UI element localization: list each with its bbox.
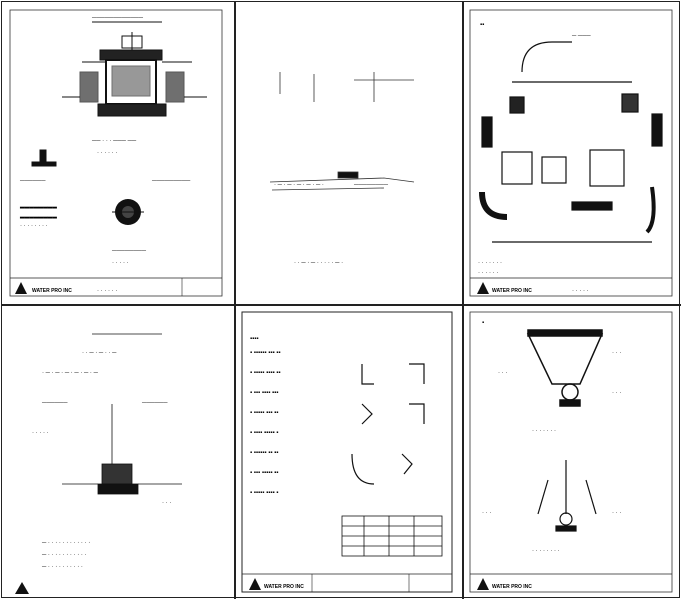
sheet-6-valve-sections[interactable]: ▪ · · · · · · · · · · · · · · · · · · · … xyxy=(462,304,680,598)
valve-section-upper xyxy=(526,329,604,407)
svg-text:─────────: ───────── xyxy=(151,178,191,184)
company-name: WATER PRO INC xyxy=(264,584,304,590)
svg-text:· · ─ · ─ · · · · · ─ ·: · · ─ · ─ · · · · · ─ · xyxy=(294,260,343,266)
sheet-2-pipe-layout[interactable]: · ─ · ─ · ─ · ─ · ─ · ──────── · · ─ · ─… xyxy=(234,2,460,303)
svg-text:· ─ · ─ · ─ · ─ · ─ · ─: · ─ · ─ · ─ · ─ · ─ · ─ xyxy=(42,370,99,376)
valve-section-lower xyxy=(537,460,597,532)
title-block: WATER PRO INC xyxy=(470,573,672,590)
svg-text:──────: ────── xyxy=(141,400,168,406)
svg-text:▪ ▪▪▪▪▪▪ ▪▪▪ ▪▪: ▪ ▪▪▪▪▪▪ ▪▪▪ ▪▪ xyxy=(250,350,281,356)
svg-text:· · · · · ·: · · · · · · xyxy=(478,270,498,276)
svg-text:· · ·: · · · xyxy=(612,390,621,396)
svg-text:▂▂▂▂▂▂▂▂: ▂▂▂▂▂▂▂▂ xyxy=(19,213,57,219)
svg-text:── · · · ─── ──: ── · · · ─── ── xyxy=(91,138,137,144)
svg-text:▪ ▪▪▪▪▪ ▪▪▪▪ ▪▪: ▪ ▪▪▪▪▪ ▪▪▪▪ ▪▪ xyxy=(250,370,281,376)
svg-text:▪ ▪▪▪ ▪▪▪▪ ▪▪▪: ▪ ▪▪▪ ▪▪▪▪ ▪▪▪ xyxy=(250,390,278,396)
divider-vertical-2 xyxy=(462,2,464,599)
svg-text:· · · · ·: · · · · · xyxy=(572,288,589,294)
svg-text:─ · · · · · · · · · · · ·: ─ · · · · · · · · · · · · xyxy=(41,540,90,546)
svg-text:─ ───: ─ ─── xyxy=(571,33,591,39)
pipe-sketch xyxy=(269,72,415,191)
sheet-3-piping-plan[interactable]: ▪▪ ─ ─── · · · · · · · · · · · · · WATER… xyxy=(462,2,680,303)
svg-text:· · · · ·: · · · · · xyxy=(32,430,49,436)
svg-text:▪▪: ▪▪ xyxy=(480,22,484,28)
title-block: WATER PRO INC · · · · · · xyxy=(10,277,222,296)
svg-text:────────: ──────── xyxy=(111,248,147,254)
divider-horizontal xyxy=(2,304,681,306)
svg-text:────────────: ──────────── xyxy=(91,15,144,21)
svg-text:· · ·: · · · xyxy=(498,370,507,376)
svg-text:· ─ · ─ · ─ · ─ · ─ ·: · ─ · ─ · ─ · ─ · ─ · xyxy=(274,182,324,188)
svg-text:· · ─ · ─ · · ─: · · ─ · ─ · · ─ xyxy=(82,350,117,356)
company-name: WATER PRO INC xyxy=(492,288,532,294)
svg-text:▪ ▪▪▪▪▪▪ ▪▪ ▪▪: ▪ ▪▪▪▪▪▪ ▪▪ ▪▪ xyxy=(250,450,278,456)
svg-text:· · ·: · · · xyxy=(612,350,621,356)
pipe-network xyxy=(479,41,663,243)
company-logo xyxy=(15,582,29,594)
svg-text:▪ ▪▪▪▪▪ ▪▪▪▪ ▪: ▪ ▪▪▪▪▪ ▪▪▪▪ ▪ xyxy=(250,490,278,496)
title-block: WATER PRO INC xyxy=(242,573,452,592)
riser-drawing xyxy=(62,333,182,495)
svg-text:· · · · ·: · · · · · xyxy=(112,260,129,266)
general-notes: ▪▪▪▪ ▪ ▪▪▪▪▪▪ ▪▪▪ ▪▪ ▪ ▪▪▪▪▪ ▪▪▪▪ ▪▪ ▪ ▪… xyxy=(250,336,281,496)
sheet-4-riser-detail[interactable]: · · ─ · ─ · · ─ · ─ · ─ · ─ · ─ · ─ · ─ … xyxy=(2,304,232,598)
svg-text:· · · · · · ·: · · · · · · · xyxy=(478,260,502,266)
company-name: WATER PRO INC xyxy=(492,584,532,590)
svg-text:· · · · · · · ·: · · · · · · · · xyxy=(20,223,48,229)
svg-text:· · · · · · ·: · · · · · · · xyxy=(532,428,556,434)
svg-text:· · ·: · · · xyxy=(482,510,491,516)
svg-text:──────: ────── xyxy=(41,400,68,406)
company-name: WATER PRO INC xyxy=(32,288,72,294)
svg-text:· · · · · ·: · · · · · · xyxy=(97,150,117,156)
svg-text:▪ ▪▪▪▪▪ ▪▪▪ ▪▪: ▪ ▪▪▪▪▪ ▪▪▪ ▪▪ xyxy=(250,410,278,416)
svg-text:· · ·: · · · xyxy=(612,510,621,516)
svg-text:▪ ▪▪▪▪ ▪▪▪▪▪ ▪: ▪ ▪▪▪▪ ▪▪▪▪▪ ▪ xyxy=(250,430,278,436)
sheet-1-valve-detail[interactable]: ──────────── ── · · · ─── ── · · · · · ·… xyxy=(2,2,232,303)
svg-text:▪▪▪▪: ▪▪▪▪ xyxy=(250,336,259,342)
schedule-table xyxy=(341,515,443,557)
svg-text:─ · · · · · · · · · · ·: ─ · · · · · · · · · · · xyxy=(41,552,87,558)
small-detail-left xyxy=(31,149,57,167)
svg-text:· · · · · ·: · · · · · · xyxy=(97,288,117,294)
svg-text:────────: ──────── xyxy=(353,182,389,188)
svg-text:▂▂▂▂▂▂▂▂: ▂▂▂▂▂▂▂▂ xyxy=(19,203,57,209)
divider-vertical-1 xyxy=(234,2,236,599)
valve-section-drawing xyxy=(62,21,207,117)
svg-text:· · · · · · · ·: · · · · · · · · xyxy=(532,548,560,554)
svg-text:▪: ▪ xyxy=(482,320,484,326)
svg-text:─ · · · · · · · · · ·: ─ · · · · · · · · · · xyxy=(41,564,83,570)
svg-text:· · ·: · · · xyxy=(162,500,171,506)
svg-text:▪ ▪▪▪ ▪▪▪▪▪ ▪▪: ▪ ▪▪▪ ▪▪▪▪▪ ▪▪ xyxy=(250,470,278,476)
sheet-5-notes-schedule[interactable]: ▪▪▪▪ ▪ ▪▪▪▪▪▪ ▪▪▪ ▪▪ ▪ ▪▪▪▪▪ ▪▪▪▪ ▪▪ ▪ ▪… xyxy=(234,304,460,598)
fitting-details xyxy=(351,363,425,485)
annotation-text: ──────────── ── · · · ─── ── · · · · · ·… xyxy=(19,15,191,266)
title-block: WATER PRO INC · · · · · xyxy=(470,277,672,294)
svg-text:──────: ────── xyxy=(19,178,46,184)
manhole-cover-detail xyxy=(112,199,144,225)
